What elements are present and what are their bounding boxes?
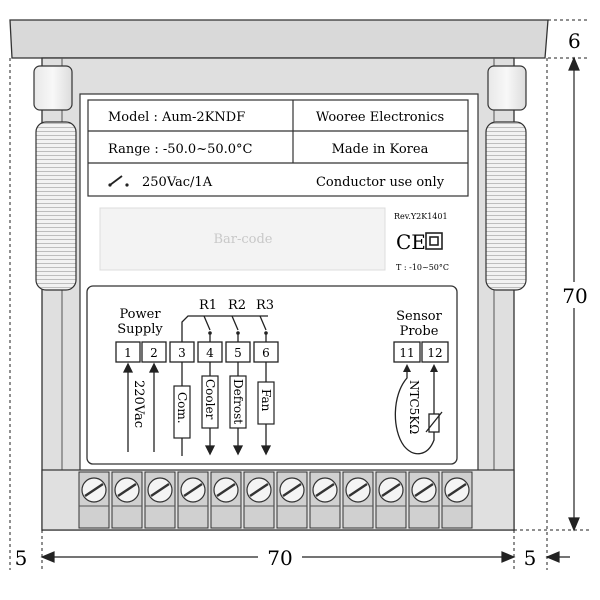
terminal-screw	[78, 471, 110, 529]
output-leads	[181, 362, 272, 456]
output-cooler: Cooler	[201, 375, 219, 429]
dim-left-margin: 5	[15, 546, 28, 570]
svg-text:3: 3	[178, 346, 186, 360]
svg-text:2: 2	[150, 346, 158, 360]
barcode-area	[99, 207, 386, 271]
terminal-screw	[210, 471, 242, 529]
manufacturer-text: Wooree Electronics	[316, 110, 444, 125]
terminal-screw	[177, 471, 209, 529]
relay-label-r3: R3	[256, 298, 274, 313]
sensor-type-label: NTC5KΩ	[407, 380, 421, 434]
relay-switch-icon	[108, 175, 129, 187]
svg-text:11: 11	[399, 346, 414, 360]
terminal-screw	[144, 471, 176, 529]
dim-right-margin: 5	[524, 546, 537, 570]
power-supply-leads	[122, 362, 160, 452]
left-mounting-clip	[33, 65, 77, 291]
terminal-screw	[111, 471, 143, 529]
relay-rating-text: 250Vac/1A	[142, 175, 213, 190]
terminal-screw	[375, 471, 407, 529]
relay-contacts	[181, 315, 268, 342]
relay-label-r2: R2	[228, 298, 246, 313]
terminal-1: 1	[115, 341, 141, 363]
terminal-screw	[342, 471, 374, 529]
power-supply-title-line1: Power	[119, 307, 161, 322]
temperature-rating-text: T : -10~50°C	[396, 263, 449, 272]
terminal-11: 11	[393, 341, 421, 363]
width-dimension	[40, 551, 570, 563]
terminal-5: 5	[225, 341, 251, 363]
wiring-diagram	[86, 285, 458, 465]
svg-text:1: 1	[124, 346, 132, 360]
relay-label-r1: R1	[199, 298, 217, 313]
terminal-3: 3	[169, 341, 195, 363]
double-insulation-icon	[425, 232, 443, 250]
svg-text:Defrost: Defrost	[231, 379, 245, 424]
terminal-screw	[276, 471, 308, 529]
dim-width: 70	[267, 546, 292, 570]
output-com: Com.	[173, 385, 191, 439]
revision-text: Rev.Y2K1401	[394, 212, 448, 221]
terminal-12: 12	[421, 341, 449, 363]
front-bezel	[9, 19, 549, 59]
svg-text:6: 6	[262, 346, 270, 360]
right-mounting-clip	[485, 65, 527, 291]
terminal-screw	[408, 471, 440, 529]
barcode-placeholder: Bar-code	[213, 232, 272, 247]
sensor-probe-title-line2: Probe	[400, 324, 439, 339]
terminal-2: 2	[141, 341, 167, 363]
svg-text:5: 5	[234, 346, 242, 360]
terminal-screw	[243, 471, 275, 529]
ce-mark: CE	[396, 230, 426, 254]
svg-text:4: 4	[206, 346, 214, 360]
svg-text:Cooler: Cooler	[203, 379, 217, 420]
sensor-probe-lead	[394, 370, 443, 455]
terminal-4: 4	[197, 341, 223, 363]
svg-text:Com.: Com.	[175, 392, 189, 424]
origin-text: Made in Korea	[332, 142, 429, 157]
output-fan: Fan	[257, 381, 275, 425]
model-text: Model : Aum-2KNDF	[108, 110, 245, 125]
terminal-screw	[309, 471, 341, 529]
terminal-6: 6	[253, 341, 279, 363]
rating-table	[87, 99, 469, 197]
power-voltage-label: 220Vac	[131, 380, 146, 428]
conductor-note-text: Conductor use only	[316, 175, 445, 190]
svg-text:Fan: Fan	[259, 389, 273, 412]
output-defrost: Defrost	[229, 375, 247, 429]
power-supply-title-line2: Supply	[117, 322, 163, 337]
dim-top-margin: 6	[568, 29, 581, 53]
sensor-probe-title-line1: Sensor	[396, 309, 442, 324]
dim-height: 70	[562, 284, 587, 308]
svg-text:12: 12	[427, 346, 442, 360]
range-text: Range : -50.0~50.0°C	[108, 142, 253, 157]
terminal-screw	[441, 471, 473, 529]
label-plate	[79, 93, 479, 475]
terminal-screws	[78, 471, 473, 529]
